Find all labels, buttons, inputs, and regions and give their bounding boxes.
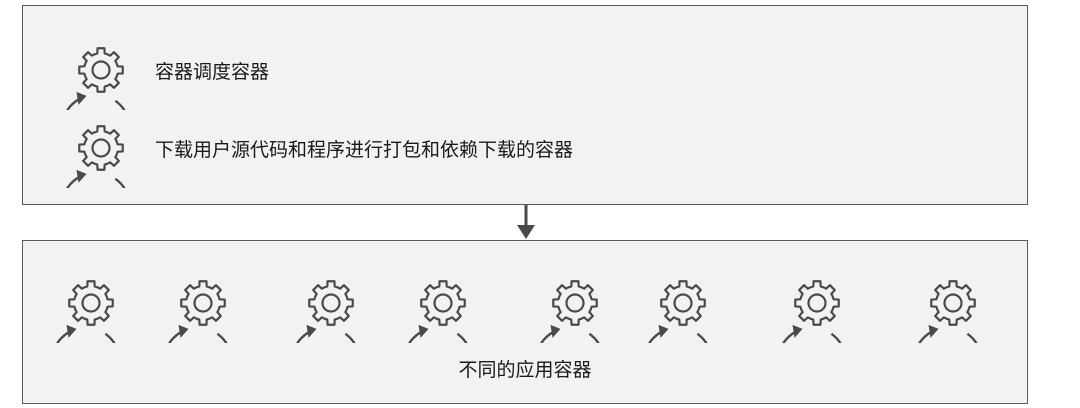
- rotating-gear-icon: [66, 47, 126, 110]
- rotating-gear-icon: [56, 280, 116, 343]
- down-arrow-icon: [517, 205, 535, 239]
- item-label: 下载用户源代码和程序进行打包和依赖下载的容器: [155, 138, 574, 161]
- rotating-gear-icon: [918, 280, 978, 343]
- app-containers-label: 不同的应用容器: [458, 359, 592, 381]
- item-builder: 下载用户源代码和程序进行打包和依赖下载的容器: [61, 108, 573, 188]
- scheduler-panel: 容器调度容器 下载用户源代码和程序进行打包和依赖下载的容器: [22, 5, 1028, 205]
- rotating-gear-icon: [66, 125, 126, 188]
- item-scheduler: 容器调度容器: [61, 30, 269, 110]
- rotating-gear-icon: [540, 280, 600, 343]
- rotating-gear-icon: [168, 280, 228, 343]
- rotating-gear-icon: [782, 280, 842, 343]
- app-containers-panel: 不同的应用容器: [22, 240, 1028, 404]
- item-label: 容器调度容器: [155, 60, 270, 83]
- rotating-gear-icon: [408, 280, 468, 343]
- rotating-gear-icon: [296, 280, 356, 343]
- rotating-gear-icon: [648, 280, 708, 343]
